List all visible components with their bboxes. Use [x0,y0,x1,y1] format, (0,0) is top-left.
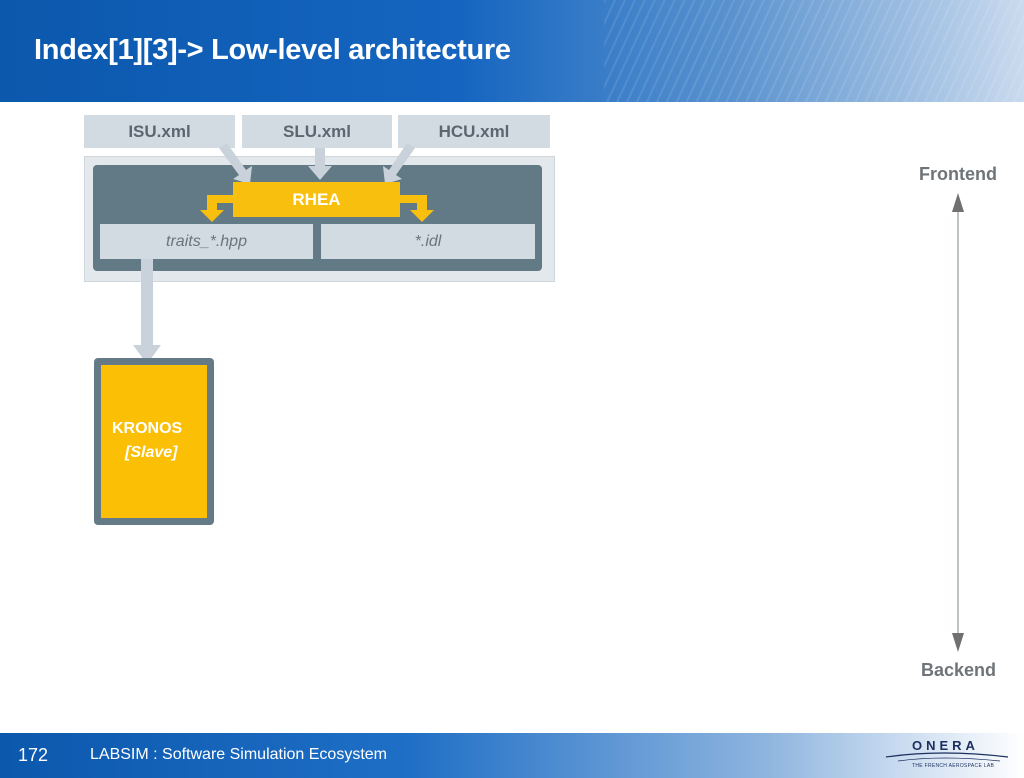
page-title: Index[1][3]-> Low-level architecture [34,34,511,66]
rhea-box: RHEA [233,182,400,217]
frontend-label: Frontend [919,164,997,184]
backend-label: Backend [921,660,997,680]
kronos-box [94,358,214,525]
header-pattern [604,0,1024,102]
backend-arrowhead [952,633,964,652]
idl-box: *.idl [321,224,535,259]
traits-hpp-box: traits_*.hpp [100,224,313,259]
slu-to-rhea-arrow [308,148,332,180]
hcu-to-rhea-arrow [383,143,415,184]
rhea-right-output-arrow [400,195,434,222]
isu-to-rhea-arrow [219,143,252,184]
kronos-subtitle: [Slave] [125,444,178,461]
page-number: 172 [18,745,49,765]
frontend-arrowhead [952,193,964,212]
hcu-xml-box: HCU.xml [398,115,550,148]
footer-bar [0,733,1024,778]
onera-logo-icon [885,752,1009,762]
isu-xml-box: ISU.xml [84,115,235,148]
kronos-fill [101,365,207,518]
kronos-title: KRONOS [112,420,183,437]
slu-xml-box: SLU.xml [242,115,392,148]
rhea-left-output-arrow [200,195,234,222]
traits-to-kronos-arrow [133,259,161,364]
logo-wordmark: ONERA [912,738,979,753]
title-bar [0,0,1024,102]
footer-title: LABSIM : Software Simulation Ecosystem [90,746,387,763]
logo-tagline: THE FRENCH AEROSPACE LAB [912,763,995,769]
